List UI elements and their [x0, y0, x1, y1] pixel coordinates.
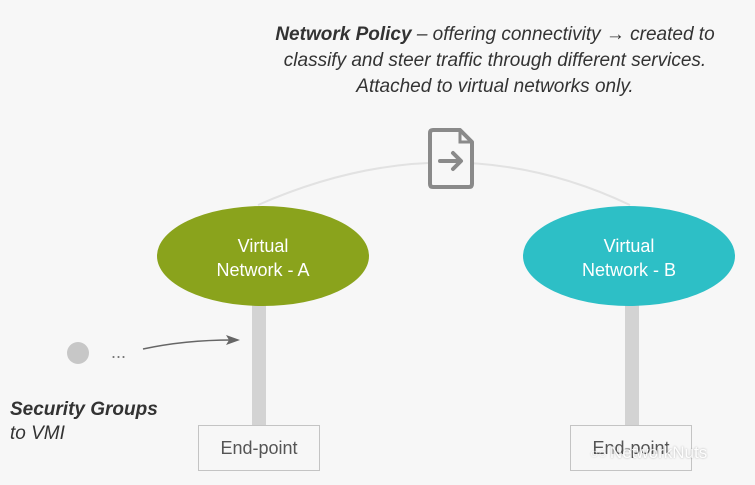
virtual-network-b — [523, 206, 735, 306]
policy-document-icon — [428, 128, 474, 189]
security-groups-label: Security Groups to VMI — [10, 398, 158, 446]
caption-line-2: classify and steer traffic through diffe… — [283, 50, 707, 71]
caption-line-1: Network Policy – offering connectivity →… — [240, 22, 750, 48]
caption-line-1-rest: – offering connectivity → created to — [411, 24, 715, 45]
caption-line-3: Attached to virtual networks only. — [356, 76, 634, 97]
network-a-stem — [252, 290, 266, 426]
network-b-stem — [625, 290, 639, 426]
security-groups-title: Security Groups — [10, 399, 158, 420]
virtual-network-a — [157, 206, 369, 306]
policy-name: Network Policy — [275, 24, 412, 45]
endpoint-a: End-point — [198, 425, 320, 471]
vmi-ellipsis: ... — [111, 342, 126, 362]
network-b-label-line2: Network - B — [582, 260, 676, 280]
network-b-label-line1: Virtual — [604, 236, 655, 256]
security-group-arrow — [142, 335, 240, 350]
watermark-text: NetworkNuts — [609, 443, 708, 462]
network-policy-caption: Network Policy – offering connectivity →… — [240, 22, 750, 100]
network-a-label-line1: Virtual — [238, 236, 289, 256]
watermark: ○○NetworkNuts — [590, 443, 707, 463]
network-a-label-line2: Network - A — [216, 260, 309, 280]
vmi-dot — [67, 342, 89, 364]
endpoint-b: End-point — [570, 425, 692, 471]
security-groups-subtitle: to VMI — [10, 423, 65, 444]
wechat-icon: ○○ — [590, 445, 607, 461]
